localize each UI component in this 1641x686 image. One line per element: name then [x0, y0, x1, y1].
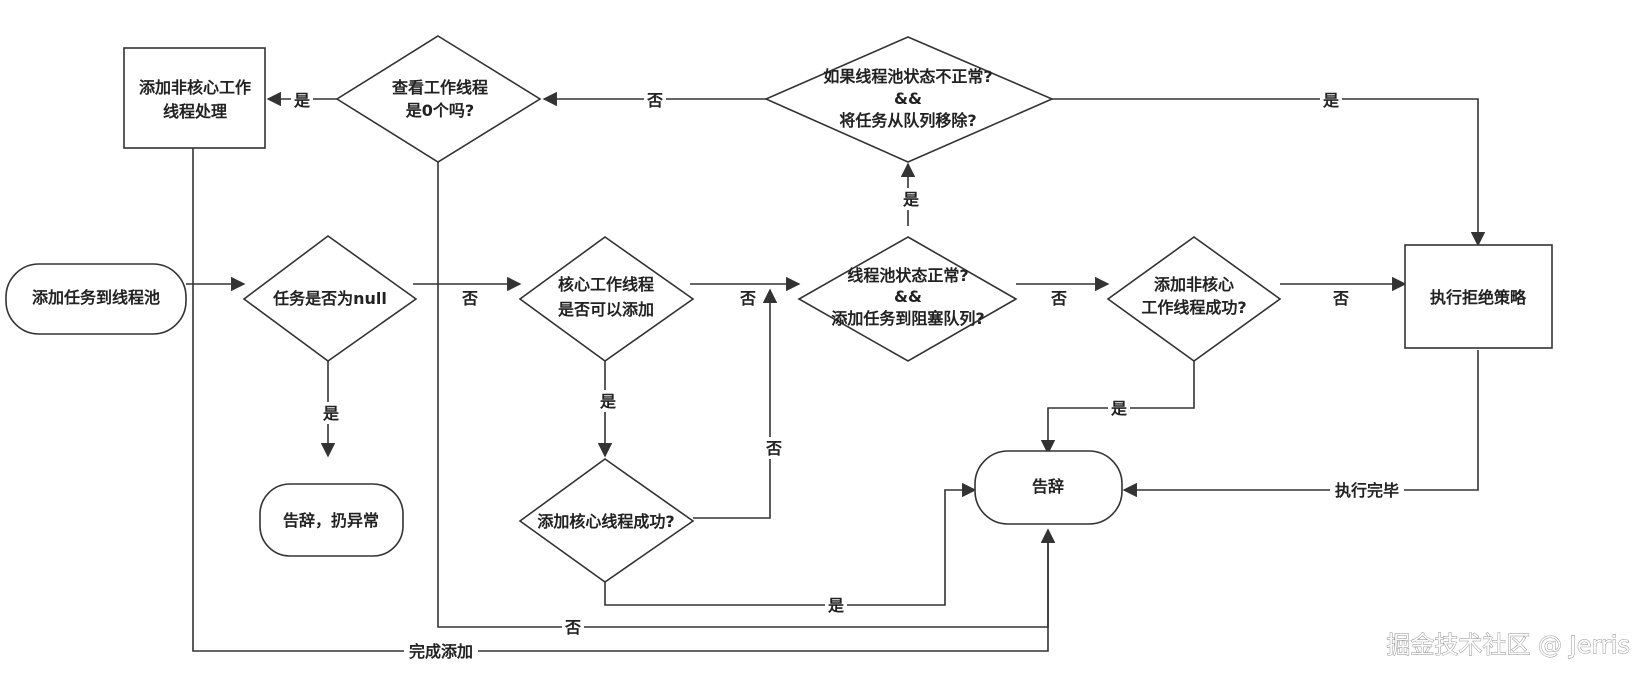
- node-zero-workers-label-1: 查看工作线程: [392, 78, 488, 97]
- edge-reject-done: [1122, 350, 1479, 498]
- node-null-check-label: 任务是否为null: [272, 289, 387, 308]
- edge-label-noncore-yes: 是: [1110, 399, 1127, 418]
- edge-core-add-yes: [604, 482, 977, 606]
- edge-label-null-no: 否: [461, 289, 478, 308]
- node-core-check-label-2: 是否可以添加: [557, 300, 654, 319]
- node-noncore-success-label-1: 添加非核心: [1154, 275, 1234, 294]
- node-pool-queue: [797, 236, 1018, 362]
- node-pool-queue-label-3: 添加任务到阻塞队列?: [831, 309, 984, 328]
- node-reject-throw-label: 告辞，扔异常: [283, 511, 379, 530]
- node-reject-policy: [1404, 244, 1553, 349]
- node-add-noncore-label-1: 添加非核心工作: [139, 78, 251, 97]
- node-zero-workers: [335, 35, 542, 163]
- node-zero-workers-label-2: 是0个吗?: [405, 101, 474, 120]
- edge-label-abnormal-yes: 是: [1322, 91, 1339, 110]
- node-core-add-label: 添加核心线程成功?: [537, 512, 674, 531]
- edge-zero-no: [437, 162, 1056, 628]
- edge-label-noncore-no: 否: [1332, 289, 1349, 308]
- edge-label-core-add-yes: 是: [827, 596, 844, 615]
- node-add-noncore: [123, 47, 266, 149]
- node-core-add: [518, 458, 695, 583]
- node-reject-throw: [259, 483, 404, 557]
- edge-label-queue-yes: 是: [902, 190, 919, 209]
- node-core-check-label-1: 核心工作线程: [558, 275, 654, 294]
- node-start: [5, 263, 187, 335]
- node-null-check: [242, 235, 418, 362]
- edge-core-add-no: [693, 288, 778, 519]
- node-reject-policy-label: 执行拒绝策略: [1430, 288, 1527, 307]
- edge-label-add-done: 完成添加: [409, 642, 473, 661]
- edge-label-core-add-no: 否: [765, 439, 782, 458]
- node-core-check: [518, 236, 695, 362]
- node-noncore-success: [1106, 236, 1282, 362]
- node-start-label: 添加任务到线程池: [32, 288, 160, 307]
- node-abnormal-label-2: &&: [894, 89, 922, 108]
- node-abnormal-label-3: 将任务从队列移除?: [839, 111, 976, 130]
- edge-add-done: [192, 146, 1056, 652]
- edge-label-core-yes: 是: [599, 392, 616, 411]
- edge-label-zero-yes: 是: [293, 91, 310, 110]
- edge-label-queue-no: 否: [1050, 289, 1067, 308]
- edge-label-core-no: 否: [739, 289, 756, 308]
- edge-label-null-yes: 是: [322, 404, 339, 423]
- node-abnormal-remove: [764, 36, 1055, 163]
- node-pool-queue-label-2: &&: [894, 287, 922, 306]
- edge-label-reject-done: 执行完毕: [1335, 481, 1399, 500]
- node-end: [974, 450, 1123, 525]
- node-end-label: 告辞: [1032, 477, 1064, 496]
- edge-label-abnormal-no: 否: [646, 91, 663, 110]
- node-abnormal-label-1: 如果线程池状态不正常?: [823, 67, 992, 86]
- node-add-noncore-label-2: 线程处理: [163, 102, 227, 121]
- node-noncore-success-label-2: 工作线程成功?: [1141, 298, 1246, 317]
- edge-label-zero-no: 否: [564, 618, 581, 637]
- node-pool-queue-label-1: 线程池状态正常?: [847, 266, 968, 285]
- watermark: 掘金技术社区 @ Jerris: [1386, 631, 1630, 659]
- edge-abnormal-yes: [1052, 98, 1486, 247]
